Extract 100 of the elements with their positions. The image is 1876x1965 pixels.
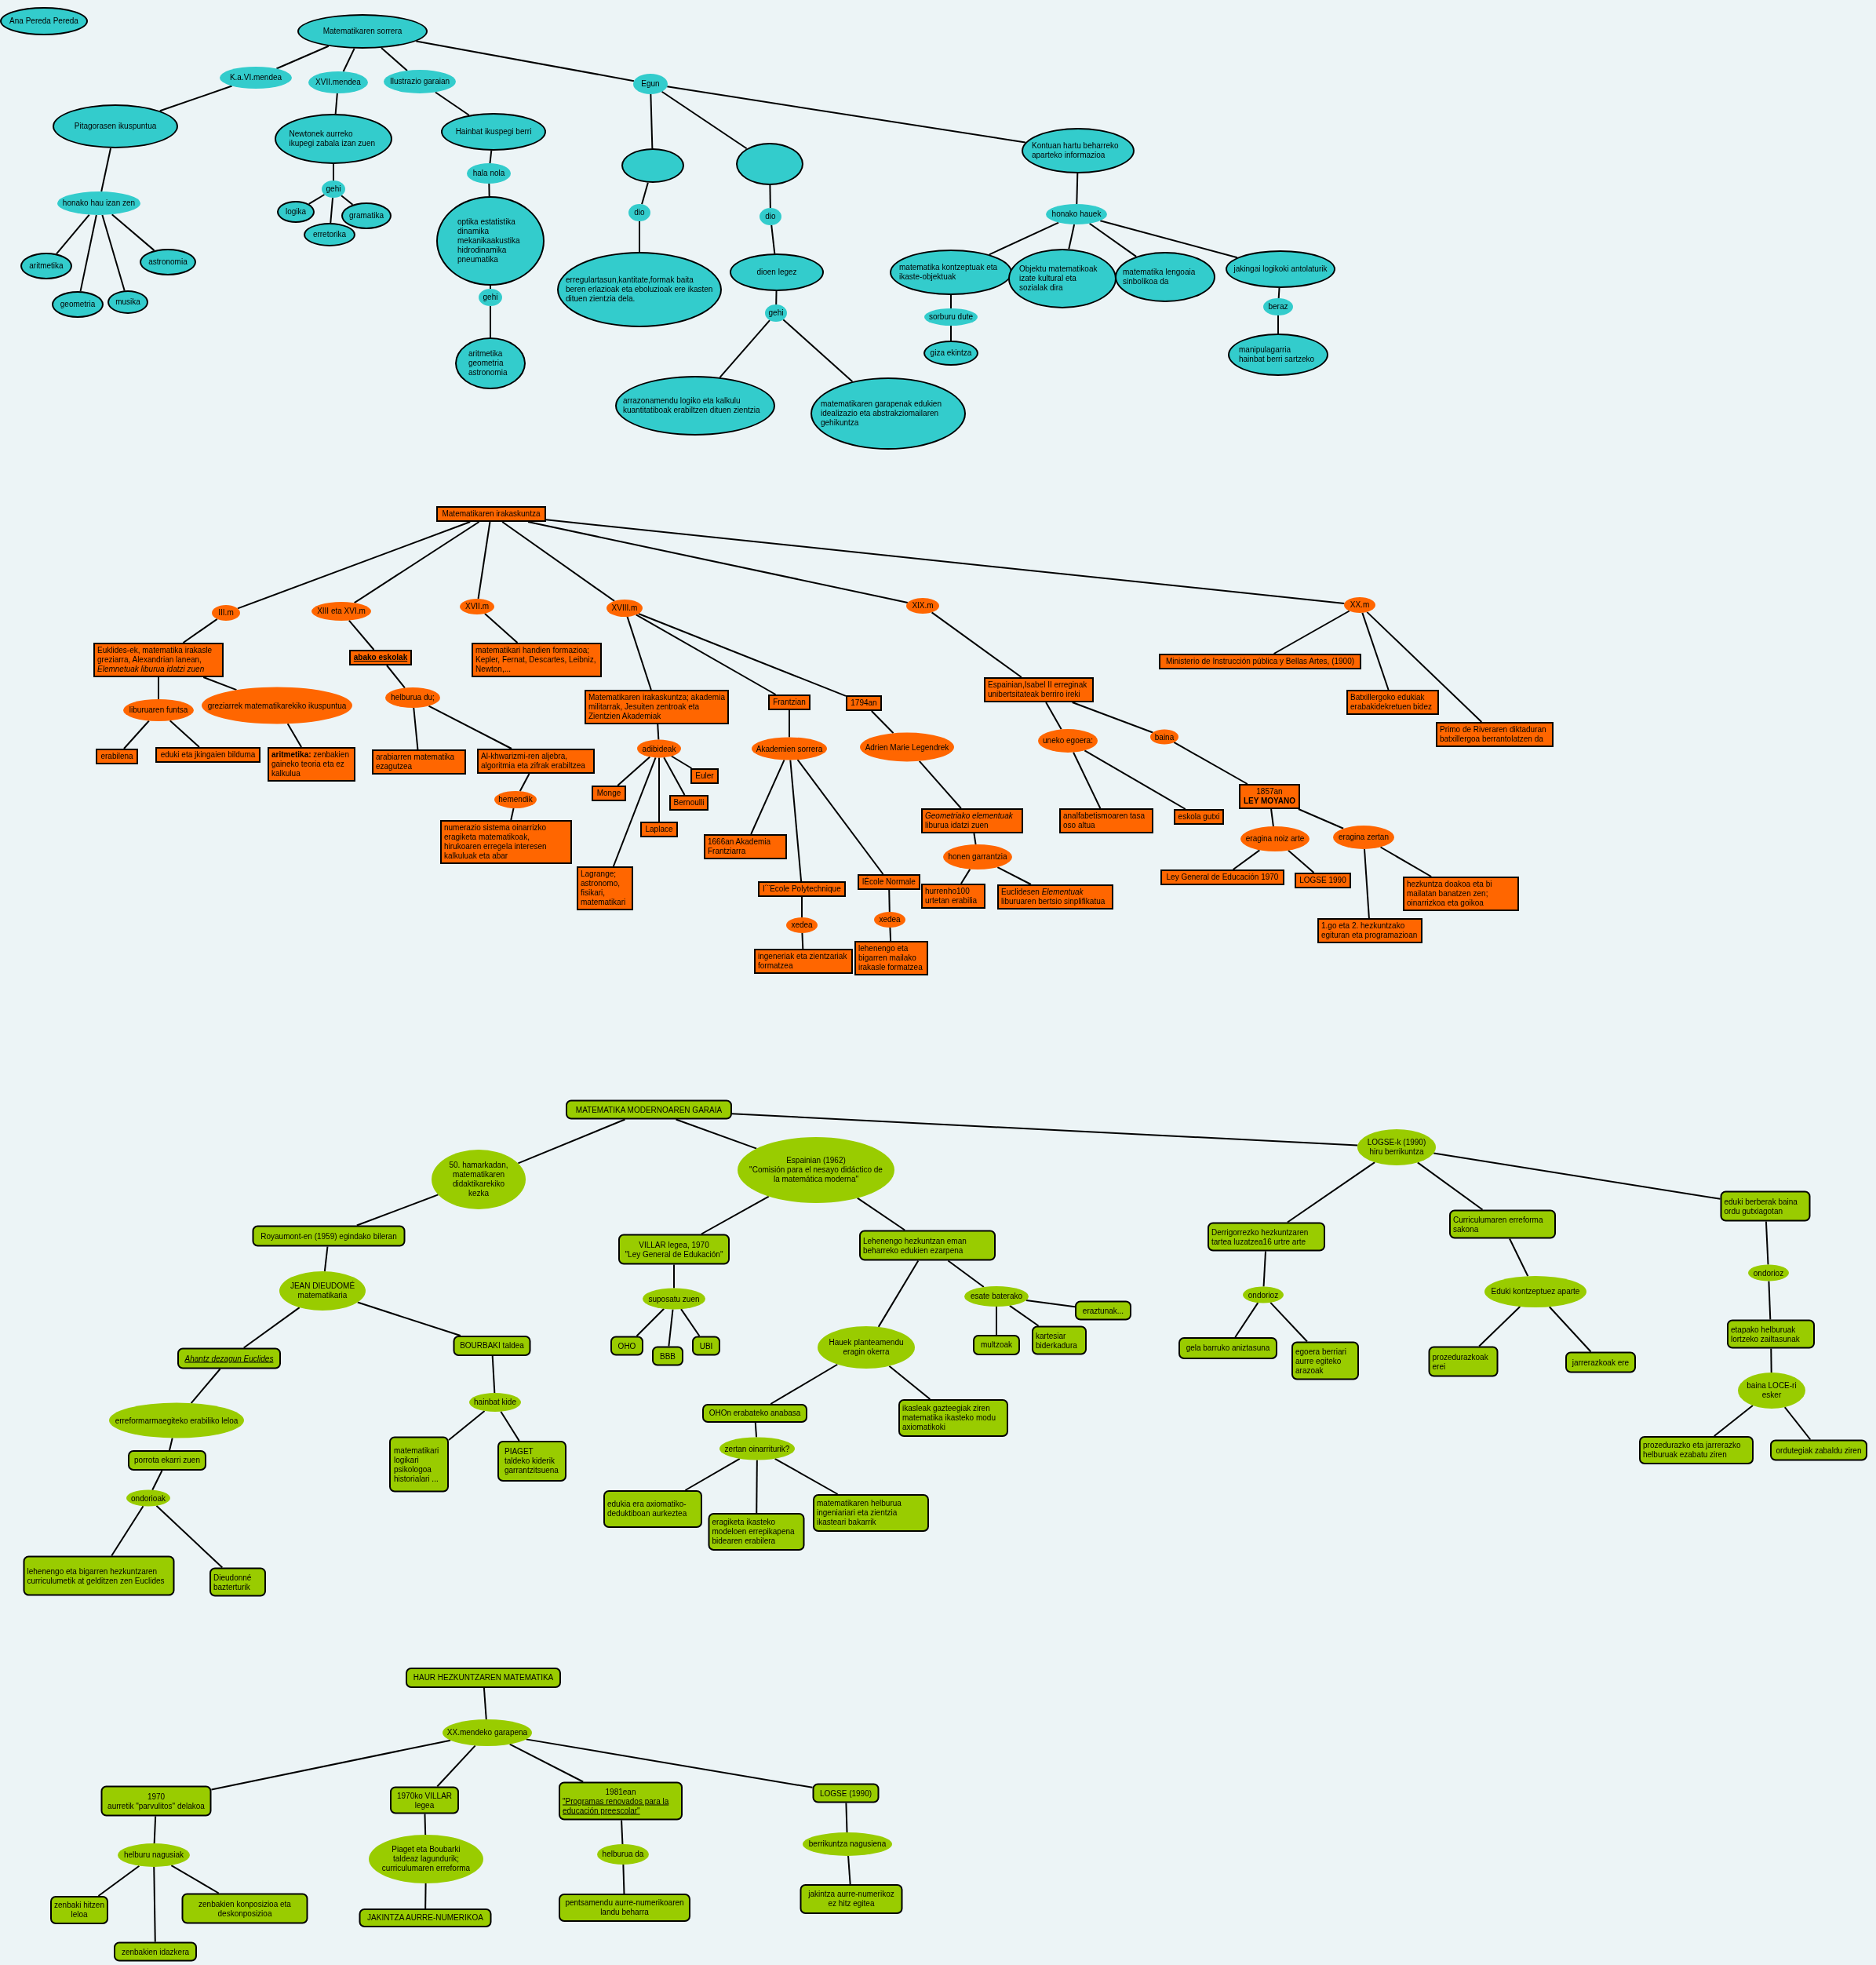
concept-box bbox=[472, 643, 602, 677]
concept-label: JEAN DIEUDOMÉ matematikaria bbox=[289, 1281, 356, 1300]
concept-oval bbox=[786, 917, 818, 933]
connector-line bbox=[169, 1437, 173, 1451]
concept-label: hemendik bbox=[498, 795, 533, 804]
connector-line bbox=[355, 1194, 439, 1227]
connector-line bbox=[1068, 223, 1076, 250]
concept-label: ingeneriak eta zientzariak formatzea bbox=[758, 952, 848, 971]
connector-line bbox=[635, 614, 777, 695]
concept-label: Euler bbox=[695, 771, 714, 781]
concept-label: OHOn erabateko anabasa bbox=[709, 1409, 801, 1418]
connector-line bbox=[100, 147, 111, 193]
concept-label: Ilustrazio garaian bbox=[389, 77, 450, 86]
concept-box bbox=[1178, 1337, 1277, 1359]
concept-label: aritmetika bbox=[29, 261, 64, 271]
concept-label: Kontuan hartu beharreko aparteko informazioa bbox=[1032, 141, 1120, 160]
concept-box bbox=[566, 1099, 732, 1120]
concept-box bbox=[704, 834, 787, 859]
concept-oval bbox=[1344, 597, 1375, 613]
connector-line bbox=[889, 927, 892, 942]
connector-line bbox=[488, 183, 490, 197]
concept-box bbox=[23, 1555, 175, 1596]
concept-box bbox=[1565, 1351, 1636, 1373]
concept-box bbox=[758, 881, 846, 897]
concept-label: BOURBAKI taldea bbox=[460, 1341, 524, 1351]
connector-line bbox=[719, 319, 771, 378]
concept-box bbox=[652, 1346, 683, 1366]
concept-label: Royaumont-en (1959) egindako bileran bbox=[260, 1231, 397, 1241]
connector-line bbox=[621, 1819, 624, 1845]
concept-label: eragiketa ikasteko modeloen errepikapena bidearen erabilera bbox=[712, 1518, 796, 1546]
concept-label: Primo de Riveraren diktaduran batxillergoa berrantolatzen da bbox=[1440, 725, 1547, 744]
concept-label: logika bbox=[285, 207, 307, 217]
concept-label: eduki eta jkingaien bilduma bbox=[160, 750, 256, 760]
concept-box bbox=[610, 1336, 643, 1356]
connector-line bbox=[782, 319, 854, 383]
connector-line bbox=[202, 676, 238, 691]
concept-label: eraztunak... bbox=[1082, 1306, 1124, 1315]
concept-label: Euclidesen Elementuak liburuaren bertsio sinplifikatua bbox=[1001, 888, 1106, 906]
concept-label: matematikari logikari psikologoa historialari ... bbox=[394, 1445, 440, 1483]
connector-line bbox=[491, 1355, 496, 1394]
concept-box bbox=[1428, 1346, 1499, 1377]
concept-label: porrota ekarri zuen bbox=[134, 1456, 200, 1465]
concept-label: LOGSE (1990) bbox=[819, 1788, 872, 1798]
concept-box bbox=[921, 884, 985, 909]
connector-line bbox=[856, 1197, 906, 1231]
connector-line bbox=[796, 759, 884, 875]
concept-box bbox=[497, 1441, 566, 1482]
concept-label: Newtonek aurreko ikupegi zabala izan zuen bbox=[289, 129, 377, 148]
concept-box bbox=[858, 874, 920, 890]
connector-line bbox=[489, 150, 493, 164]
connector-line bbox=[501, 521, 616, 602]
concept-label: Hauek planteamendu eragin okerra bbox=[828, 1338, 905, 1357]
concept-label: lehenengo eta bigarren mailako irakasle formatzea bbox=[858, 944, 923, 972]
connector-line bbox=[988, 221, 1060, 256]
concept-oval bbox=[467, 163, 511, 184]
concept-oval bbox=[1150, 729, 1178, 745]
connector-line bbox=[1277, 287, 1280, 299]
concept-label: Ley General de Educación 1970 bbox=[1166, 873, 1279, 882]
connector-line bbox=[1765, 1220, 1769, 1266]
concept-label: 1666an Akademia Frantziarra bbox=[708, 837, 772, 856]
connector-line bbox=[210, 1739, 452, 1791]
concept-label: hezkuntza doakoa eta bi mailatan banatzen zen; oinarrizkoa eta goikoa bbox=[1407, 880, 1493, 908]
connector-line bbox=[483, 1687, 487, 1720]
concept-label: Euklides-ek, matematika irakasle greziarra, Alexandrian lanean, Elemnetuak liburua idatzi zuen bbox=[97, 646, 213, 674]
concept-label: K.a.VI.mendea bbox=[229, 73, 282, 82]
concept-label: Eduki kontzeptuez aparte bbox=[1491, 1287, 1580, 1296]
concept-box bbox=[1159, 654, 1361, 669]
connector-line bbox=[242, 1307, 301, 1349]
concept-label: sorburu dute bbox=[928, 312, 974, 322]
concept-box bbox=[973, 1335, 1020, 1355]
concept-label: musika bbox=[115, 297, 140, 307]
concept-label: Monge bbox=[596, 789, 621, 798]
connector-line bbox=[750, 759, 785, 835]
concept-box bbox=[209, 1567, 266, 1597]
concept-label: helburua du; bbox=[391, 693, 435, 702]
connector-line bbox=[626, 615, 652, 691]
connector-line bbox=[675, 1118, 758, 1150]
concept-label: zenbakien konposizioa eta deskonposizioa bbox=[198, 1899, 292, 1918]
concept-label: ikasleak gazteegiak ziren matematika ikasteko modu axiomatikoki bbox=[902, 1404, 996, 1432]
concept-label: Espainian (1962) bbox=[785, 1156, 847, 1165]
connector-line bbox=[774, 1457, 839, 1495]
concept-label: XIII eta XVI.m bbox=[317, 607, 366, 616]
connector-line bbox=[517, 1118, 626, 1165]
connector-line bbox=[79, 213, 97, 293]
concept-label: helburu nagusiak bbox=[123, 1850, 184, 1860]
concept-label: Pitagorasen ikuspuntua bbox=[74, 122, 157, 131]
connector-line bbox=[158, 85, 233, 112]
concept-box bbox=[702, 1404, 807, 1423]
connector-line bbox=[670, 755, 693, 769]
concept-box bbox=[898, 1399, 1008, 1437]
concept-label: optika estatistika dinamika mekanikaakustika hidrodinamika pneumatika bbox=[457, 217, 521, 264]
connector-line bbox=[1270, 808, 1274, 827]
concept-label: ordutegiak zabaldu ziren bbox=[1776, 1445, 1862, 1455]
connector-line bbox=[950, 325, 952, 341]
concept-label: ondorioz bbox=[1753, 1268, 1784, 1278]
concept-label: l´¨Ecole Polytechnique bbox=[763, 884, 841, 894]
connector-line bbox=[97, 1865, 140, 1897]
connector-line bbox=[847, 1855, 851, 1885]
concept-box bbox=[440, 820, 572, 864]
concept-box bbox=[1160, 869, 1284, 885]
